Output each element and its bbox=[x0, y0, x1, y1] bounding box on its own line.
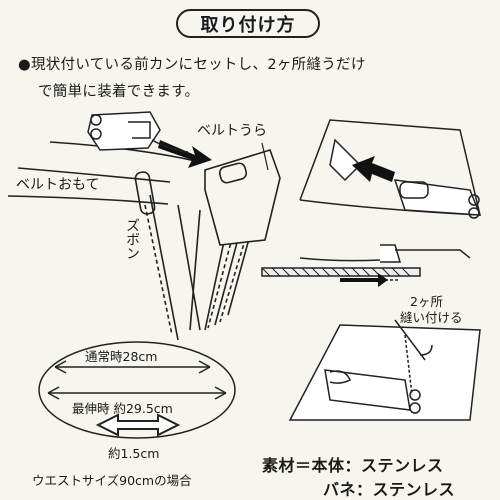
material-body: 素材＝本体：ステンレス bbox=[262, 456, 444, 475]
size-normal: 通常時28cm bbox=[85, 349, 158, 364]
intro-line-1: ●現状付いている前カンにセットし、2ヶ所縫うだけ bbox=[18, 53, 366, 74]
size-diagram bbox=[38, 341, 236, 439]
label-pants: ズボン bbox=[124, 218, 140, 260]
pants-belt-illustration bbox=[7, 141, 281, 341]
intro-text-1: 現状付いている前カンにセットし、2ヶ所縫うだけ bbox=[30, 57, 366, 73]
size-width: 約1.5cm bbox=[108, 446, 160, 461]
label-sew-1: 2ヶ所 bbox=[410, 294, 443, 309]
arrow-icon bbox=[340, 273, 388, 287]
double-arrow-icon bbox=[95, 413, 181, 437]
intro-text-2: で簡単に装着できます。 bbox=[38, 84, 200, 100]
waistband-illustration bbox=[299, 119, 482, 219]
page-title: 取り付け方 bbox=[200, 14, 296, 36]
label-belt-front: ベルトおもて bbox=[16, 177, 100, 193]
title-badge: 取り付け方 bbox=[176, 9, 320, 38]
arrow-icon bbox=[158, 140, 212, 168]
bullet-mark: ● bbox=[18, 57, 31, 73]
label-belt-back: ベルトうら bbox=[197, 123, 267, 139]
side-view-illustration bbox=[261, 244, 471, 281]
leader-line bbox=[151, 139, 189, 153]
size-note: ウエストサイズ90cmの場合 bbox=[32, 473, 192, 488]
label-sew-2: 縫い付ける bbox=[400, 310, 463, 325]
hook-clip-icon bbox=[87, 111, 161, 151]
size-max: 最伸時 約29.5cm bbox=[72, 401, 173, 416]
leader-line bbox=[261, 142, 269, 171]
material-spring: バネ：ステンレス bbox=[323, 480, 456, 499]
sewing-illustration bbox=[288, 319, 481, 421]
arrow-icon bbox=[352, 156, 395, 182]
